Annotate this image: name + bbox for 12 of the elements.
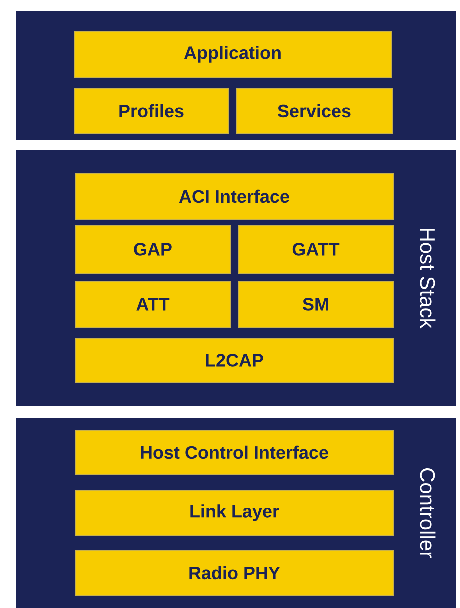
layer-box: L2CAP [75, 338, 394, 383]
layer-box: SM [238, 281, 394, 328]
layer-box: GAP [75, 225, 231, 274]
layer-box: ATT [75, 281, 231, 328]
layer-box: Application [74, 31, 392, 78]
layer-box: ACI Interface [75, 173, 394, 220]
layer-box: Services [236, 88, 393, 134]
layer-box: Link Layer [75, 490, 394, 536]
layer-box: Host Control Interface [75, 430, 394, 475]
layer-box: GATT [238, 225, 394, 274]
layer-box: Profiles [74, 88, 229, 134]
layer-box: Radio PHY [75, 550, 394, 596]
